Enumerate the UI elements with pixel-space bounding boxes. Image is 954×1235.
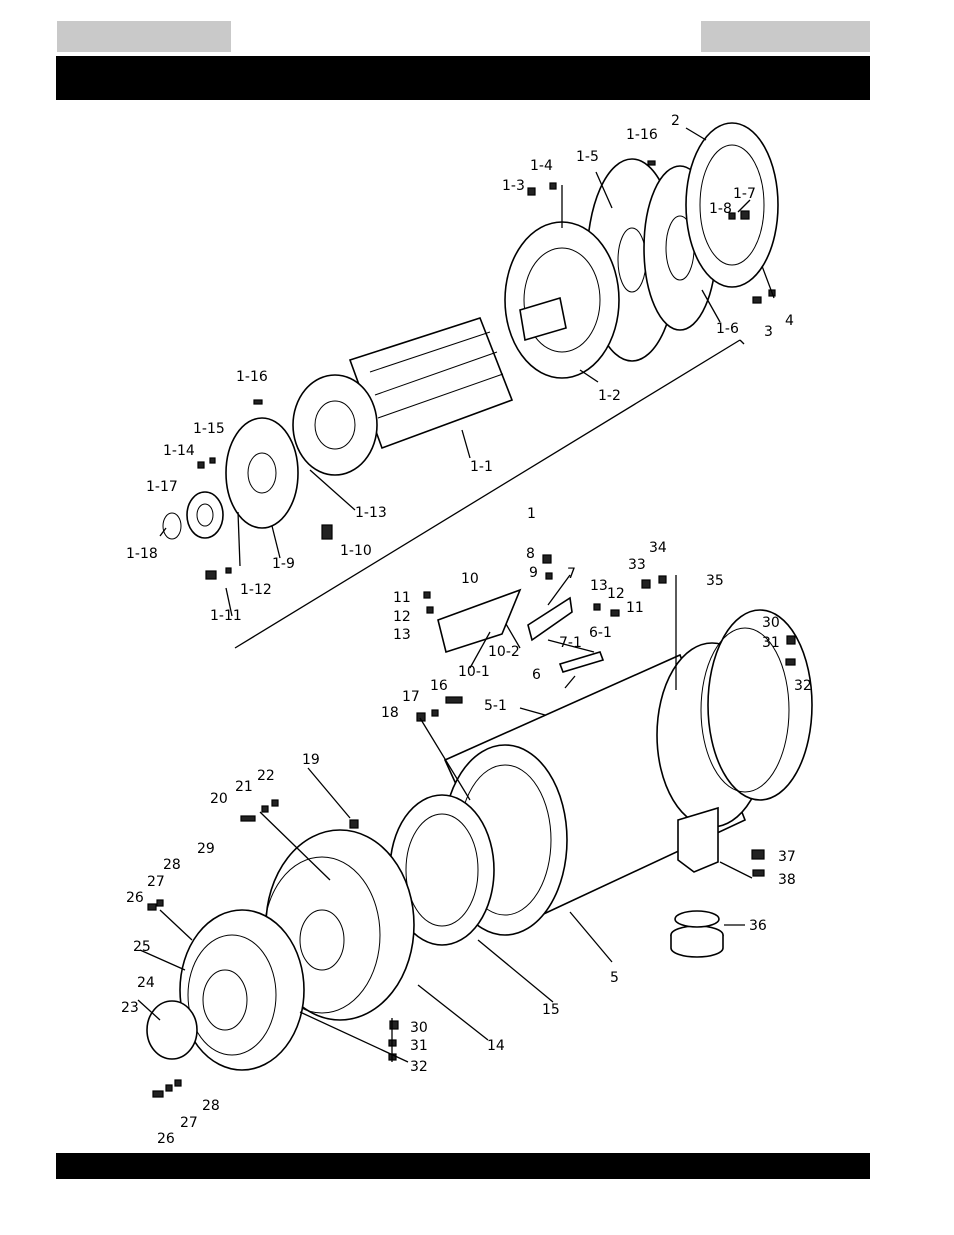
label-1-13: 1-13 [355,505,387,521]
exciter-stator-15 [389,794,495,946]
label-31a: 31 [762,635,780,651]
label-24: 24 [137,975,155,991]
label-14: 14 [487,1038,505,1054]
bearing-1-17 [186,491,224,539]
end-cover-35 [700,609,813,801]
vibration-mount-36 [670,910,724,958]
label-1-6: 1-6 [716,321,739,337]
label-25: 25 [133,939,151,955]
label-1-16b: 1-16 [236,369,268,385]
flywheel-adapter-2 [685,122,779,288]
label-32b: 32 [410,1059,428,1075]
label-1-7: 1-7 [733,186,756,202]
label-11a: 11 [393,590,411,606]
label-28a: 28 [163,857,181,873]
label-13b: 13 [590,578,608,594]
label-6: 6 [532,667,541,683]
label-30b: 30 [410,1020,428,1036]
label-1-8: 1-8 [709,201,732,217]
plate-6 [558,651,605,673]
label-28b: 28 [202,1098,220,1114]
label-1-16a: 1-16 [626,127,658,143]
label-26a: 26 [126,890,144,906]
small-parts-stator [147,554,796,1098]
header-tab-left [57,21,231,52]
snap-ring-1-18 [162,512,182,540]
label-35: 35 [706,573,724,589]
label-1-12: 1-12 [240,582,272,598]
label-3: 3 [764,324,773,340]
label-1-4: 1-4 [530,158,553,174]
label-22: 22 [257,768,275,784]
label-33: 33 [628,557,646,573]
label-1-11: 1-11 [210,608,242,624]
label-6-1: 6-1 [589,625,612,641]
label-1-9: 1-9 [272,556,295,572]
terminal-box-10 [437,588,522,654]
rotor-leader-lines [159,127,775,649]
label-11b: 11 [626,600,644,616]
label-12b: 12 [607,586,625,602]
bracket-7 [527,596,573,642]
label-13a: 13 [393,627,411,643]
label-20: 20 [210,791,228,807]
label-1-5: 1-5 [576,149,599,165]
label-38: 38 [778,872,796,888]
label-1-1: 1-1 [470,459,493,475]
label-1-2: 1-2 [598,388,621,404]
label-5-1: 5-1 [484,698,507,714]
part-labels: 2 1-16 1-4 1-5 1-3 1-7 1-8 4 3 1-6 1-2 1… [121,113,812,1147]
label-10-2: 10-2 [488,644,520,660]
label-15: 15 [542,1002,560,1018]
label-17: 17 [402,689,420,705]
label-23: 23 [121,1000,139,1016]
label-5: 5 [610,970,619,986]
cooling-fan-1-2 [504,221,620,379]
label-32a: 32 [794,678,812,694]
label-7: 7 [567,566,576,582]
label-31b: 31 [410,1038,428,1054]
fan-hub-1-9 [225,417,299,529]
label-34: 34 [649,540,667,556]
cover-plate-23 [146,1000,198,1060]
label-1-18: 1-18 [126,546,158,562]
label-29: 29 [197,841,215,857]
label-30a: 30 [762,615,780,631]
label-4: 4 [785,313,794,329]
label-26b: 26 [157,1131,175,1147]
footer-bar [56,1153,870,1179]
label-10-1: 10-1 [458,664,490,680]
label-10: 10 [461,571,479,587]
stator-leader-lines [137,574,753,1063]
label-19: 19 [302,752,320,768]
header-tab-right [701,21,870,52]
label-8: 8 [526,546,535,562]
title-bar [56,56,870,100]
label-1-14: 1-14 [163,443,195,459]
label-27a: 27 [147,874,165,890]
label-37: 37 [778,849,796,865]
label-36: 36 [749,918,767,934]
label-1-3: 1-3 [502,178,525,194]
bearing-cover-29 [179,909,305,1071]
label-27b: 27 [180,1115,198,1131]
label-16: 16 [430,678,448,694]
label-2: 2 [671,113,680,129]
label-12a: 12 [393,609,411,625]
exciter-rotor [292,374,378,476]
label-1-15: 1-15 [193,421,225,437]
label-9: 9 [529,565,538,581]
label-7-1: 7-1 [559,635,582,651]
label-1: 1 [527,506,536,522]
label-21: 21 [235,779,253,795]
label-1-10: 1-10 [340,543,372,559]
label-18: 18 [381,705,399,721]
label-1-17: 1-17 [146,479,178,495]
foot-mount [677,806,719,873]
